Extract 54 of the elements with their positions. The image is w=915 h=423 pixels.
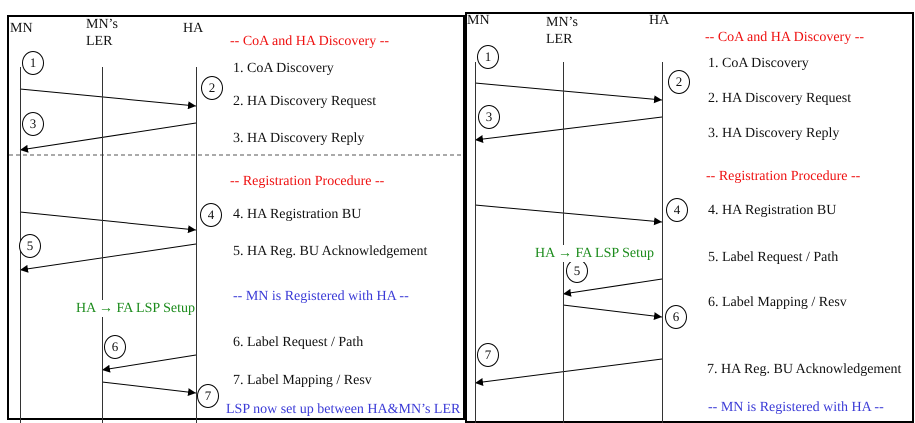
step-text: 7. Label Mapping / Resv (233, 372, 372, 389)
section-heading: -- CoA and HA Discovery -- (705, 29, 864, 46)
step-number: 5 (19, 234, 41, 258)
message-arrow (562, 304, 662, 320)
step-text: 6. Label Request / Path (233, 334, 364, 351)
message-arrow (474, 82, 662, 104)
step-text: 1. CoA Discovery (708, 55, 809, 72)
step-text: 2. HA Discovery Request (233, 93, 376, 110)
message-arrow (102, 382, 196, 396)
step-number: 7 (477, 343, 499, 367)
message-arrow (20, 122, 196, 153)
status-note: LSP now set up between HA&MN’s LER (226, 401, 460, 418)
step-text: 3. HA Discovery Reply (233, 130, 364, 147)
section-heading: -- Registration Procedure -- (706, 168, 860, 185)
step-number: 6 (665, 305, 687, 329)
message-arrow (20, 212, 196, 234)
message-arrow (20, 88, 196, 110)
message-arrow (102, 354, 196, 373)
participant-label: HA (183, 20, 204, 37)
step-text: 4. HA Registration BU (233, 206, 362, 223)
step-number: 1 (477, 45, 499, 69)
step-text: 2. HA Discovery Request (708, 90, 852, 107)
step-text: 1. CoA Discovery (233, 60, 334, 77)
step-text: 5. HA Reg. BU Acknowledgement (233, 243, 428, 260)
participant-label: MN (467, 12, 491, 29)
status-note: -- MN is Registered with HA -- (708, 399, 884, 416)
step-number: 7 (197, 384, 219, 408)
participant-label: MN’s LER (546, 14, 579, 48)
status-note: -- MN is Registered with HA -- (233, 288, 409, 305)
step-text: 6. Label Mapping / Resv (708, 294, 847, 311)
message-arrow (562, 278, 662, 297)
step-number: 2 (668, 70, 690, 94)
step-number: 4 (200, 203, 222, 227)
step-number: 3 (478, 105, 500, 129)
participant-label: MN (10, 20, 34, 37)
step-text: 3. HA Discovery Reply (708, 125, 840, 142)
section-heading: -- CoA and HA Discovery -- (230, 33, 390, 50)
section-heading: -- Registration Procedure -- (230, 173, 384, 190)
step-text: 7. HA Reg. BU Acknowledgement (707, 361, 902, 378)
participant-label: MN’s LER (86, 16, 119, 50)
step-number: 1 (22, 51, 44, 75)
message-arrow (474, 116, 662, 143)
message-arrow (474, 358, 662, 386)
step-text: 5. Label Request / Path (708, 249, 838, 266)
setup-note: HA → FA LSP Setup (535, 245, 654, 262)
step-number: 6 (104, 335, 126, 359)
message-arrow (20, 244, 196, 273)
setup-note: HA → FA LSP Setup (76, 300, 196, 317)
participant-label: HA (649, 12, 670, 29)
step-number: 4 (666, 198, 688, 222)
step-number: 2 (201, 76, 223, 100)
step-number: 3 (22, 112, 44, 136)
message-arrow (474, 204, 662, 226)
step-text: 4. HA Registration BU (708, 202, 836, 219)
